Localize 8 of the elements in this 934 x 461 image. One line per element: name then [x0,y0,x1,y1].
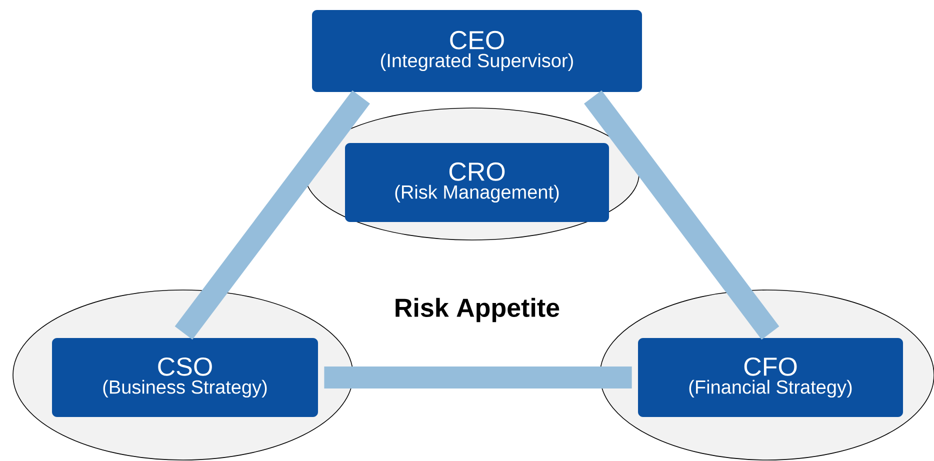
connector-band [174,90,370,340]
role-box: CFO (Financial Strategy) [638,338,903,417]
role-box: CRO (Risk Management) [345,143,609,222]
center-label: Risk Appetite [396,298,560,322]
role-box: CSO (Business Strategy) [52,338,318,417]
connector-band [584,90,780,340]
role-box: CEO (Integrated Supervisor) [312,10,642,92]
connector-band [324,366,632,388]
